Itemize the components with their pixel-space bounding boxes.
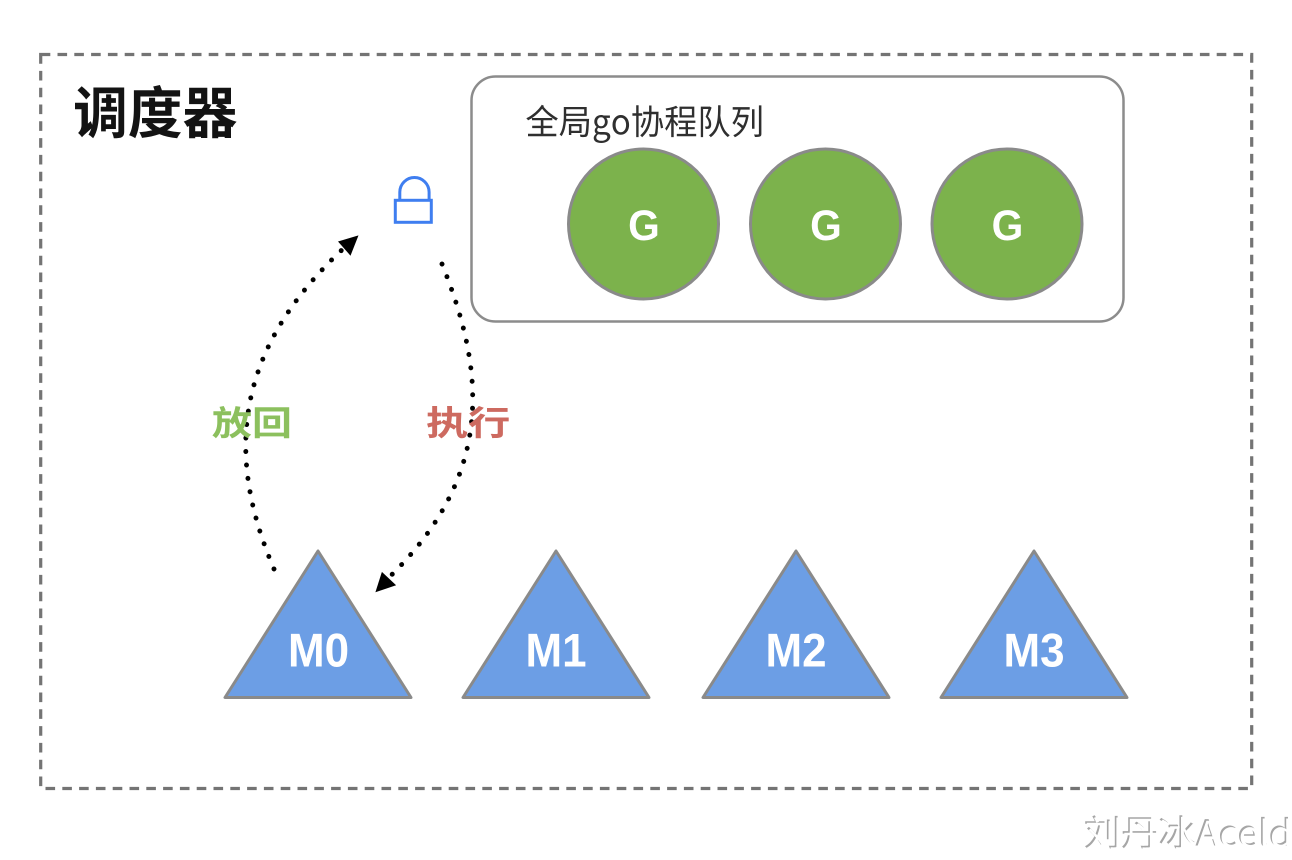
svg-text:M1: M1 (525, 624, 586, 677)
svg-text:M2: M2 (765, 624, 826, 677)
svg-text:G: G (992, 201, 1024, 249)
svg-text:M3: M3 (1003, 624, 1064, 677)
svg-text:M0: M0 (288, 624, 349, 677)
svg-text:G: G (810, 201, 842, 249)
svg-text:G: G (628, 201, 660, 249)
